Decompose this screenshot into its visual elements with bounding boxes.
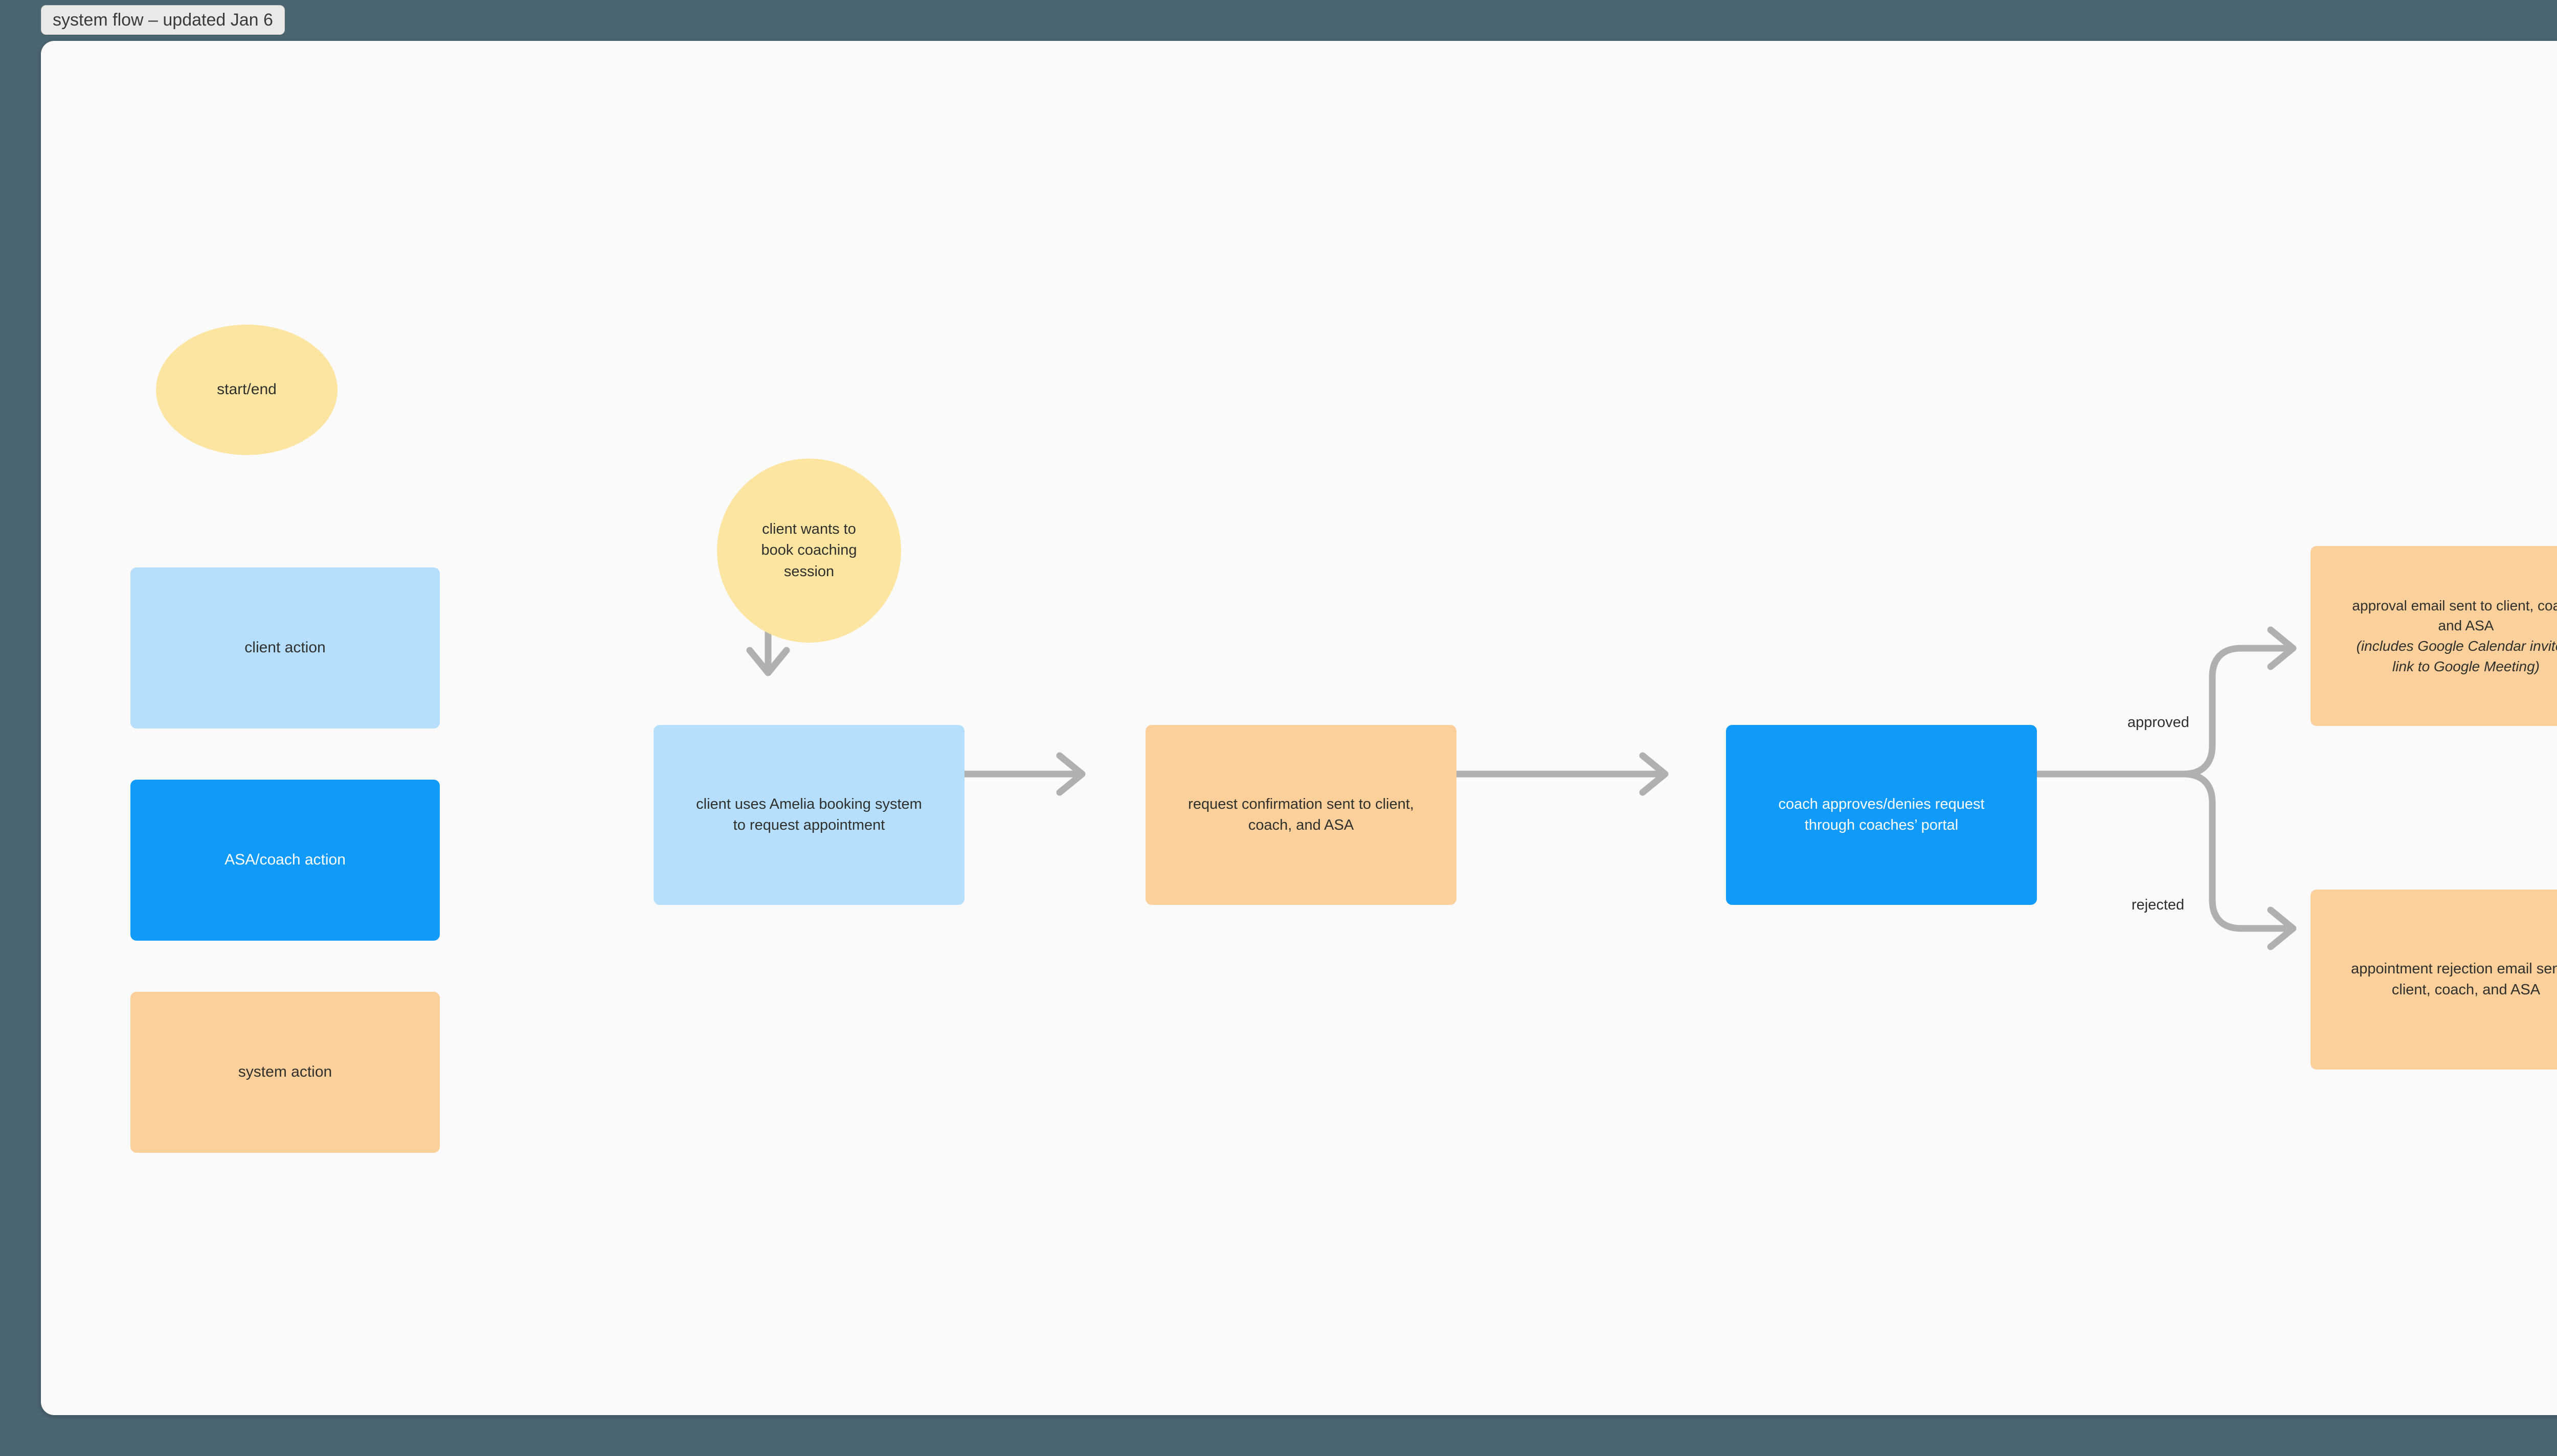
edge-confirmation-to-coach xyxy=(1413,752,1669,796)
node-text-line: to request appointment xyxy=(733,817,885,833)
legend-item-asa-coach-action[interactable]: ASA/coach action xyxy=(130,780,440,941)
node-rejection-email[interactable]: appointment rejection email sent to clie… xyxy=(2311,890,2557,1070)
node-text-line: client wants to xyxy=(762,521,856,538)
node-text-line: coach, and ASA xyxy=(1248,817,1354,833)
node-amelia-booking[interactable]: client uses Amelia booking system to req… xyxy=(654,725,965,905)
node-text-line: book coaching xyxy=(761,542,857,559)
node-text-line: request confirmation sent to client, xyxy=(1188,795,1414,812)
document-title-tab[interactable]: system flow – updated Jan 6 xyxy=(41,5,285,35)
node-text-line: session xyxy=(783,563,835,580)
edge-label-rejected: rejected xyxy=(2126,896,2190,915)
node-text-line: through coaches’ portal xyxy=(1804,817,1959,833)
legend-label-asa-coach-action: ASA/coach action xyxy=(225,851,346,869)
node-text-line-italic: link to Google Meeting) xyxy=(2392,658,2540,674)
legend-item-client-action[interactable]: client action xyxy=(130,567,440,729)
node-text-line: client, coach, and ASA xyxy=(2391,982,2541,998)
node-text-line: coach approves/denies request xyxy=(1778,795,1985,812)
node-text-line: approval email sent to client, coach, xyxy=(2352,597,2557,613)
legend-item-start-end[interactable]: start/end xyxy=(156,325,338,455)
edge-label-approved: approved xyxy=(2122,713,2194,732)
node-client-wants-booking[interactable]: client wants to book coaching session xyxy=(717,459,901,643)
edge-rejected-branch xyxy=(2180,770,2297,950)
node-text-line: appointment rejection email sent to xyxy=(2351,960,2557,977)
legend-label-client-action: client action xyxy=(244,639,326,656)
legend-label-start-end: start/end xyxy=(217,381,277,398)
node-approval-email[interactable]: approval email sent to client, coach, an… xyxy=(2311,546,2557,726)
legend-label-system-action: system action xyxy=(238,1063,332,1081)
node-text-line: and ASA xyxy=(2438,618,2494,634)
node-request-confirmation[interactable]: request confirmation sent to client, coa… xyxy=(1146,725,1456,905)
legend-item-system-action[interactable]: system action xyxy=(130,992,440,1153)
node-coach-approves-denies[interactable]: coach approves/denies request through co… xyxy=(1726,725,2037,905)
node-text-line: client uses Amelia booking system xyxy=(696,795,922,812)
edge-approved-branch xyxy=(2180,626,2297,778)
diagram-canvas[interactable]: start/end client action ASA/coach action… xyxy=(41,41,2557,1415)
node-text-line-italic: (includes Google Calendar invite + xyxy=(2356,638,2557,654)
